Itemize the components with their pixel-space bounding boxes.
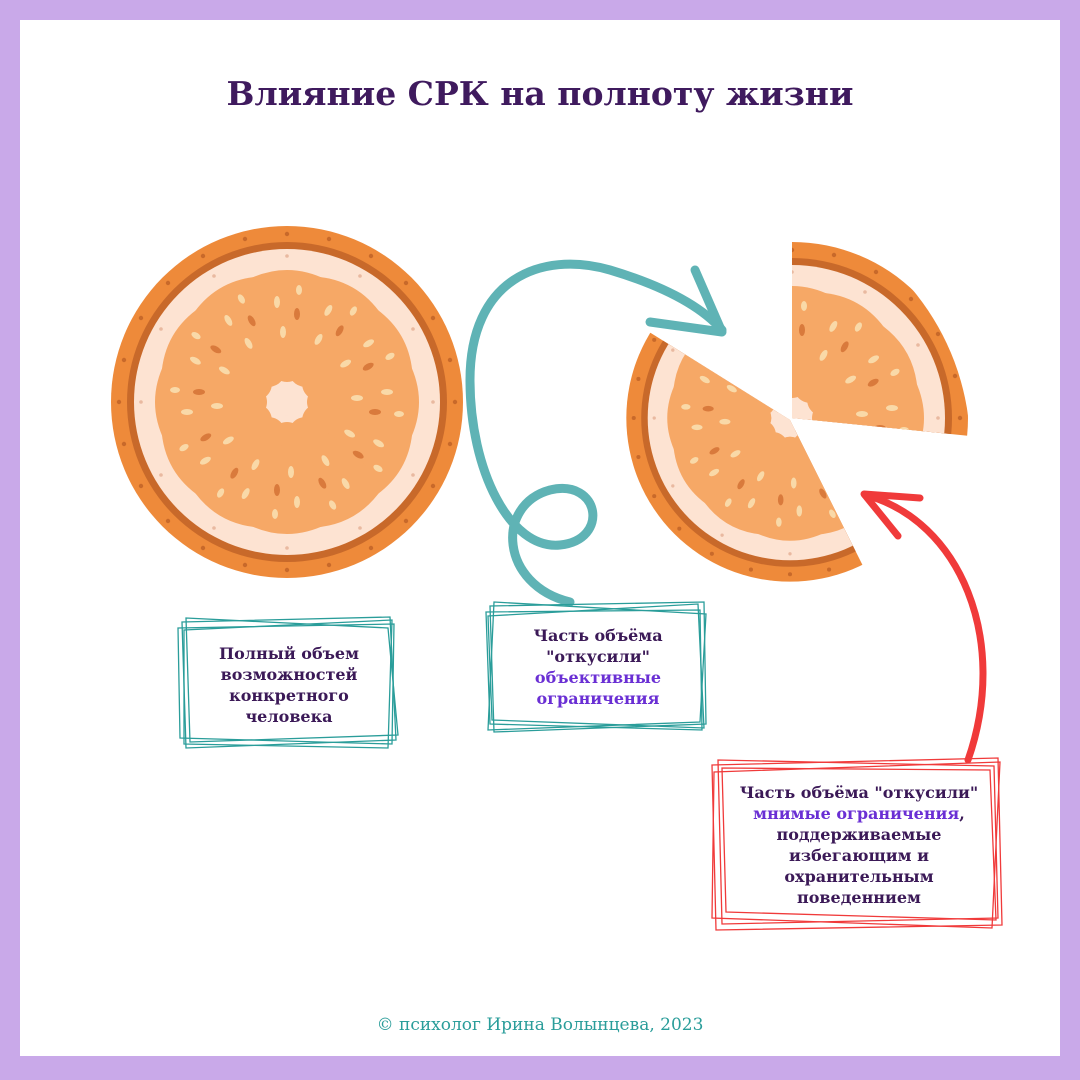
frame-full <box>177 616 399 749</box>
label-imaginary-limits: Часть объёма "откусили" мнимые ограничен… <box>728 782 990 908</box>
label-imaginary-highlight: мнимые ограничения <box>753 804 960 823</box>
label-objective-highlight: объективные ограничения <box>534 668 662 708</box>
teal-loop-arrow-icon <box>465 259 727 607</box>
page-title: Влияние СРК на полноту жизни <box>226 74 854 113</box>
label-full-text: Полный объем возможностей конкретного че… <box>219 644 359 726</box>
orange-slice-full-icon <box>111 226 463 578</box>
label-imaginary-prefix: Часть объёма "откусили" <box>739 783 979 802</box>
red-curved-arrow-icon <box>860 490 987 764</box>
frame-objective <box>485 601 707 733</box>
frame-imaginary <box>711 757 1003 931</box>
label-objective-prefix: Часть объёма "откусили" <box>533 626 663 666</box>
label-objective-limits: Часть объёма "откусили" объективные огра… <box>500 625 696 709</box>
label-imaginary-suffix: , поддерживаемые избегающим и охранитель… <box>776 804 965 907</box>
footer-copyright: © психолог Ирина Волынцева, 2023 <box>376 1015 704 1035</box>
label-full-potential: Полный объем возможностей конкретного че… <box>196 643 382 727</box>
